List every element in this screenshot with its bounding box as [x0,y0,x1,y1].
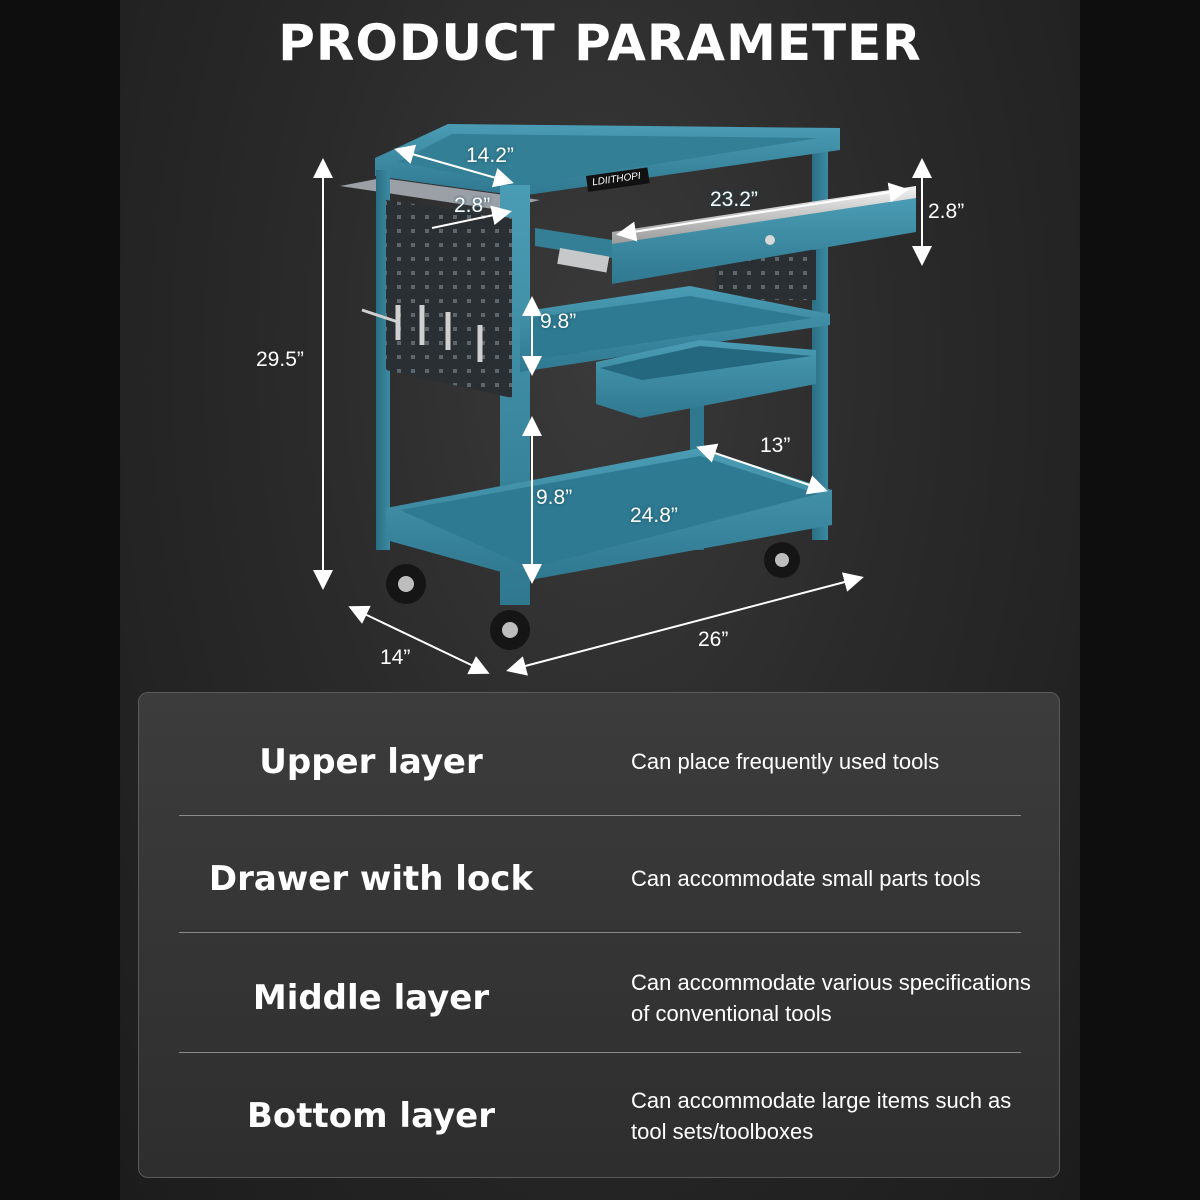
row-divider [179,932,1021,933]
dimension-overall-depth: 14” [380,646,411,669]
layer-description: Can accommodate small parts tools [631,866,981,891]
cart-wheels [386,542,800,650]
dimension-drawer-height: 2.8” [928,200,965,223]
dimension-overall-length: 26” [698,628,729,651]
dimension-upper-gap: 9.8” [540,310,577,333]
table-row: Upper layer Can place frequently used to… [179,703,1021,820]
tool-cart-illustration [313,124,932,676]
layer-name: Upper layer [259,741,483,782]
dimension-bottom-width: 13” [760,434,791,457]
cart-frame [340,124,916,605]
dimension-total-height: 29.5” [256,348,304,371]
dimension-side-tray-depth: 2.8” [454,194,491,217]
row-divider [179,815,1021,816]
layer-description: Can place frequently used tools [631,749,940,774]
dimension-lower-gap: 9.8” [536,486,573,509]
layer-description: Can accommodate various specifications o… [631,969,1031,1026]
layer-name: Bottom layer [247,1095,495,1136]
dimension-lines [313,144,932,676]
dimension-drawer-length: 23.2” [710,188,758,211]
dimension-top-depth: 14.2” [466,144,514,167]
table-row: Bottom layer Can accommodate large items… [179,1057,1021,1174]
layer-name: Drawer with lock [208,858,534,899]
layer-name: Middle layer [252,977,490,1018]
page-title: PRODUCT PARAMETER [278,14,922,72]
layer-table: Upper layer Can place frequently used to… [138,692,1060,1178]
layer-description: Can accommodate large items such as tool… [631,1087,1012,1144]
table-row: Middle layer Can accommodate various spe… [179,939,1031,1056]
table-row: Drawer with lock Can accommodate small p… [179,820,1021,937]
row-divider [179,1052,1021,1053]
dimension-bottom-length: 24.8” [630,504,678,527]
